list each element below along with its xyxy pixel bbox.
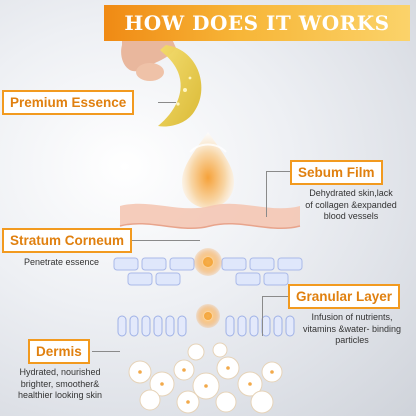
desc-stratum-corneum: Penetrate essence bbox=[24, 257, 100, 267]
connector-granular-layer bbox=[262, 296, 288, 297]
connector-granular-layer-vert bbox=[262, 296, 263, 336]
connector-sebum-film-vert bbox=[266, 171, 267, 217]
granular-layer-cells bbox=[117, 315, 295, 337]
label-premium-essence: Premium Essence bbox=[2, 90, 135, 115]
desc-dermis: Hydrated, nourished brighter, smoother& … bbox=[17, 367, 103, 400]
stratum-corneum-cells bbox=[113, 257, 303, 286]
label-granular-layer: Granular Layer bbox=[288, 284, 401, 309]
page-title: HOW DOES IT WORKS bbox=[124, 11, 390, 35]
connector-dermis bbox=[92, 351, 120, 352]
essence-droplet-icon bbox=[182, 132, 234, 208]
label-dermis: Dermis bbox=[28, 339, 90, 364]
connector-stratum-corneum bbox=[130, 240, 200, 241]
label-sebum-film: Sebum Film bbox=[290, 160, 383, 185]
desc-sebum-film: Dehydrated skin,lack of collagen &expand… bbox=[305, 188, 397, 221]
header-banner: HOW DOES IT WORKS bbox=[104, 5, 410, 41]
desc-granular-layer: Infusion of nutrients, vitamins &water- … bbox=[302, 312, 402, 345]
connector-sebum-film bbox=[266, 171, 290, 172]
gold-eye-patch-icon bbox=[158, 45, 202, 127]
sebum-film-layer bbox=[119, 203, 301, 230]
dermis-bubbles bbox=[128, 342, 283, 414]
connector-premium-essence bbox=[158, 102, 176, 103]
label-stratum-corneum: Stratum Corneum bbox=[2, 228, 133, 253]
